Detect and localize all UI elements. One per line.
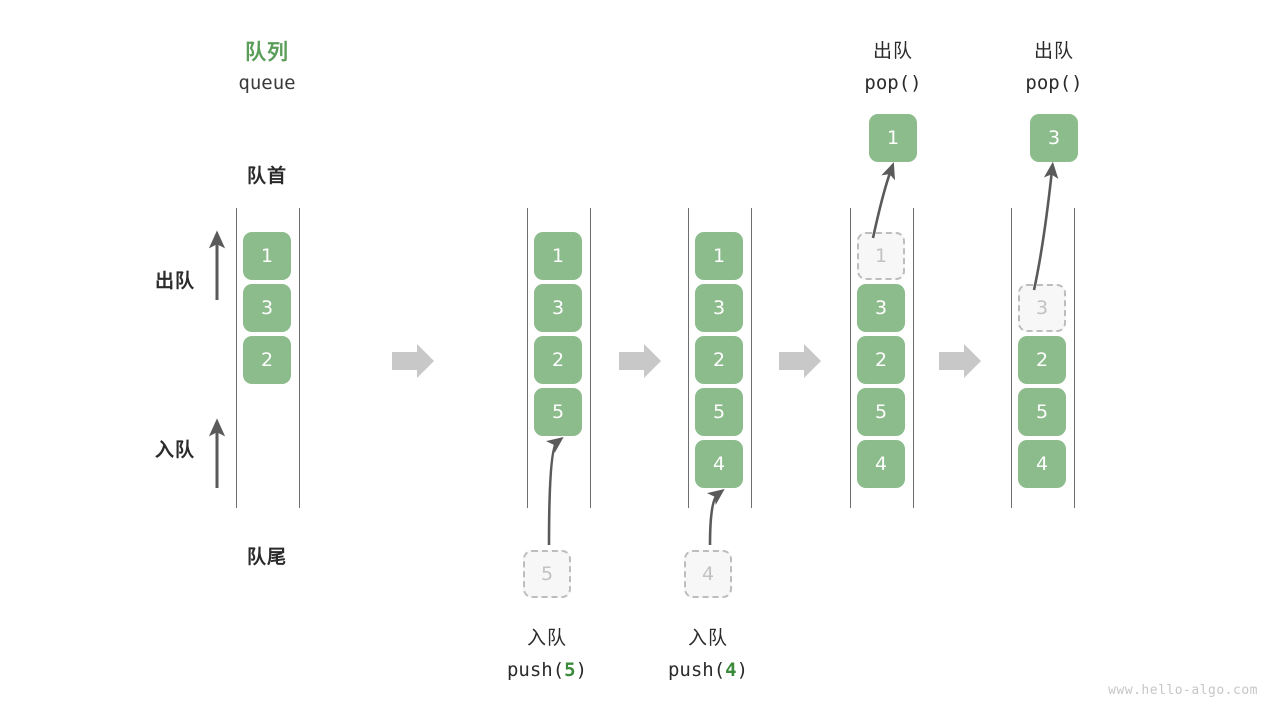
queue-cell-removed-ghost: 1 (857, 232, 905, 280)
operation-argument: 5 (564, 659, 576, 681)
queue-cell: 5 (1018, 388, 1066, 436)
queue-cell-incoming-ghost: 4 (684, 550, 732, 598)
queue-rail-right (750, 208, 752, 508)
operation-label-cn: 出队 (872, 41, 914, 62)
operation-label-code: push(5) (506, 659, 588, 681)
operation-label-code: pop() (864, 72, 922, 94)
queue-title-cn: 队列 (245, 41, 289, 64)
queue-cell: 2 (1018, 336, 1066, 384)
queue-rail-right (912, 208, 914, 508)
queue-rail-left (849, 208, 851, 508)
queue-cell: 5 (857, 388, 905, 436)
operation-label-cn: 入队 (526, 628, 568, 649)
step-transition-arrow (392, 344, 434, 378)
queue-cell: 4 (857, 440, 905, 488)
queue-cell-removed-ghost: 3 (1018, 284, 1066, 332)
queue-cell: 5 (695, 388, 743, 436)
queue-cell: 3 (534, 284, 582, 332)
queue-cell: 5 (534, 388, 582, 436)
queue-cell: 2 (243, 336, 291, 384)
queue-rail-left (526, 208, 528, 508)
operation-argument: 4 (725, 659, 737, 681)
queue-title-en: queue (238, 72, 296, 94)
queue-cell: 4 (695, 440, 743, 488)
step-transition-arrow (619, 344, 661, 378)
dequeue-side-label: 出队 (154, 271, 196, 292)
pop-arrow (871, 162, 895, 239)
queue-rail-left (235, 208, 237, 508)
queue-cell-incoming-ghost: 5 (523, 550, 571, 598)
enqueue-side-label: 入队 (154, 440, 196, 461)
queue-cell: 3 (695, 284, 743, 332)
queue-rail-right (298, 208, 300, 508)
queue-rail-right (589, 208, 591, 508)
step-transition-arrow (779, 344, 821, 378)
operation-label-cn: 入队 (687, 628, 729, 649)
queue-rail-left (1010, 208, 1012, 508)
queue-head-label: 队首 (246, 166, 288, 187)
operation-label-code: push(4) (667, 659, 749, 681)
step-transition-arrow (939, 344, 981, 378)
queue-cell-popped: 3 (1030, 114, 1078, 162)
queue-cell: 1 (695, 232, 743, 280)
queue-cell: 3 (243, 284, 291, 332)
watermark: www.hello-algo.com (1108, 683, 1258, 698)
queue-tail-label: 队尾 (246, 547, 288, 568)
push-arrow (706, 488, 725, 546)
queue-cell: 1 (243, 232, 291, 280)
queue-cell: 2 (534, 336, 582, 384)
queue-cell: 2 (857, 336, 905, 384)
queue-cell: 3 (857, 284, 905, 332)
queue-cell: 1 (534, 232, 582, 280)
queue-rail-left (687, 208, 689, 508)
queue-cell: 4 (1018, 440, 1066, 488)
pop-arrow (1032, 161, 1059, 291)
queue-rail-right (1073, 208, 1075, 508)
operation-label-code: pop() (1025, 72, 1083, 94)
queue-cell-popped: 1 (869, 114, 917, 162)
push-arrow (545, 436, 564, 546)
operation-label-cn: 出队 (1033, 41, 1075, 62)
queue-cell: 2 (695, 336, 743, 384)
